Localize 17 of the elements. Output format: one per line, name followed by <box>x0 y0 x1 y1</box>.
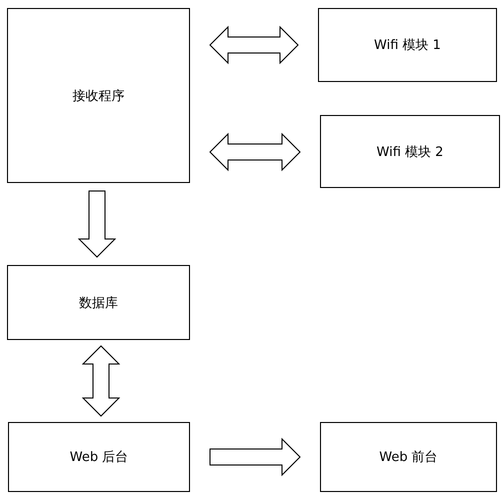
process-box <box>320 422 497 492</box>
process-box <box>318 8 497 82</box>
node-label: 数据库 <box>79 294 118 312</box>
node-label: Web 后台 <box>70 449 128 466</box>
block-arrow <box>209 132 301 172</box>
node-label: Wifi 模块 2 <box>376 144 444 160</box>
process-box <box>7 8 190 183</box>
process-box <box>7 265 190 340</box>
node-label: 接收程序 <box>72 88 124 104</box>
block-arrow <box>82 345 120 417</box>
block-arrow <box>210 438 301 476</box>
block-arrow <box>209 26 299 64</box>
node-label: Wifi 模块 1 <box>374 37 441 54</box>
process-box <box>8 422 190 492</box>
node-label: Web 前台 <box>379 449 438 466</box>
process-box <box>320 115 500 188</box>
block-arrow <box>78 190 116 258</box>
